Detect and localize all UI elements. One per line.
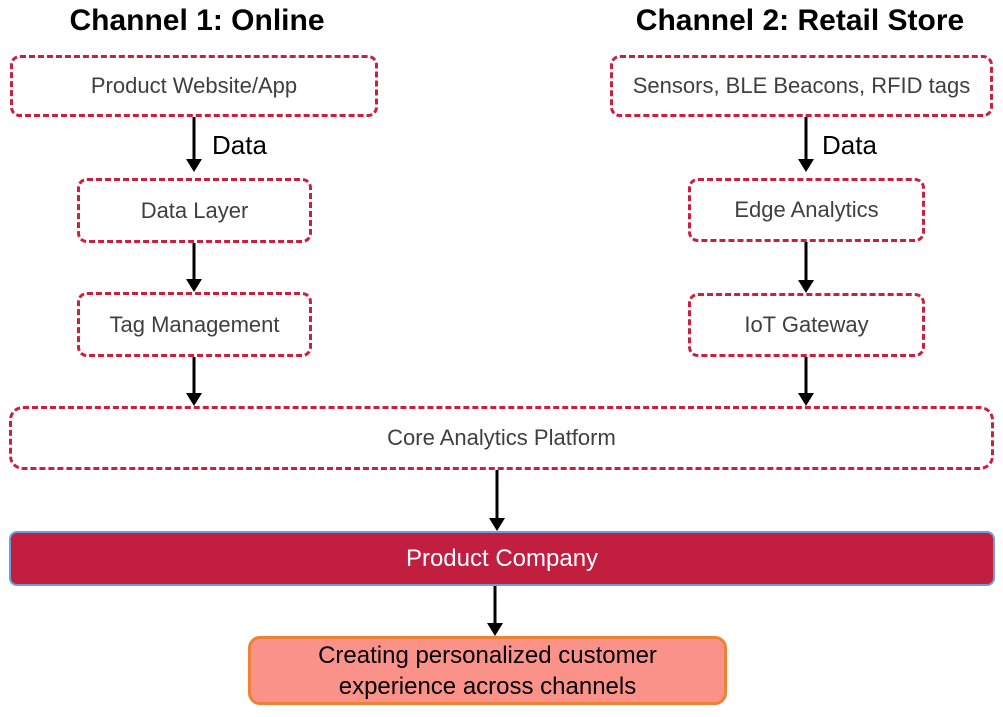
- outcome-line1: Creating personalized customer: [318, 641, 657, 669]
- arrow-head-icon: [798, 393, 814, 406]
- data-flow-label-left: Data: [212, 130, 267, 160]
- arrow-website-to-datalayer: [186, 117, 202, 172]
- arrow-head-icon: [798, 280, 814, 293]
- arrow-shaft: [493, 586, 497, 625]
- node-sensors-beacons-rfid: Sensors, BLE Beacons, RFID tags: [610, 55, 993, 117]
- node-edge-analytics: Edge Analytics: [688, 178, 925, 242]
- node-data-layer: Data Layer: [77, 178, 312, 243]
- arrow-shaft: [192, 243, 196, 281]
- arrow-head-icon: [489, 518, 505, 531]
- arrow-head-icon: [186, 279, 202, 292]
- arrow-head-icon: [186, 159, 202, 172]
- node-label: Product Website/App: [90, 73, 298, 98]
- channel1-title: Channel 1: Online: [69, 4, 325, 37]
- channel2-title: Channel 2: Retail Store: [635, 4, 965, 37]
- arrow-shaft: [192, 357, 196, 395]
- node-label: Core Analytics Platform: [387, 425, 616, 450]
- arrow-shaft: [495, 470, 499, 520]
- arrow-core-to-company: [489, 470, 505, 531]
- arrow-shaft: [804, 357, 808, 395]
- node-label: IoT Gateway: [744, 312, 869, 337]
- node-product-company: Product Company: [9, 531, 995, 586]
- node-core-analytics-platform: Core Analytics Platform: [9, 406, 994, 470]
- node-label: Edge Analytics: [734, 197, 879, 222]
- node-tag-management: Tag Management: [77, 292, 312, 357]
- node-label: Data Layer: [140, 197, 249, 223]
- node-iot-gateway: IoT Gateway: [688, 293, 925, 357]
- arrow-iot-to-core: [798, 357, 814, 406]
- arrow-shaft: [192, 117, 196, 161]
- arrow-edge-to-iot: [798, 242, 814, 293]
- arrow-head-icon: [487, 623, 503, 636]
- arrow-head-icon: [798, 159, 814, 172]
- arrow-sensors-to-edge: [798, 117, 814, 172]
- node-label: Product Company: [405, 544, 599, 572]
- arrow-head-icon: [186, 393, 202, 406]
- node-label: Sensors, BLE Beacons, RFID tags: [632, 73, 971, 98]
- arrow-company-to-outcome: [487, 586, 503, 636]
- arrow-shaft: [804, 117, 808, 161]
- node-label: Tag Management: [109, 311, 280, 337]
- node-product-website-app: Product Website/App: [10, 55, 378, 117]
- arrow-shaft: [804, 242, 808, 282]
- node-outcome: Creating personalized customer experienc…: [248, 636, 727, 705]
- arrow-datalayer-to-tagmgmt: [186, 243, 202, 292]
- outcome-line2: experience across channels: [338, 672, 637, 700]
- arrow-tagmgmt-to-core: [186, 357, 202, 406]
- data-flow-label-right: Data: [822, 130, 877, 160]
